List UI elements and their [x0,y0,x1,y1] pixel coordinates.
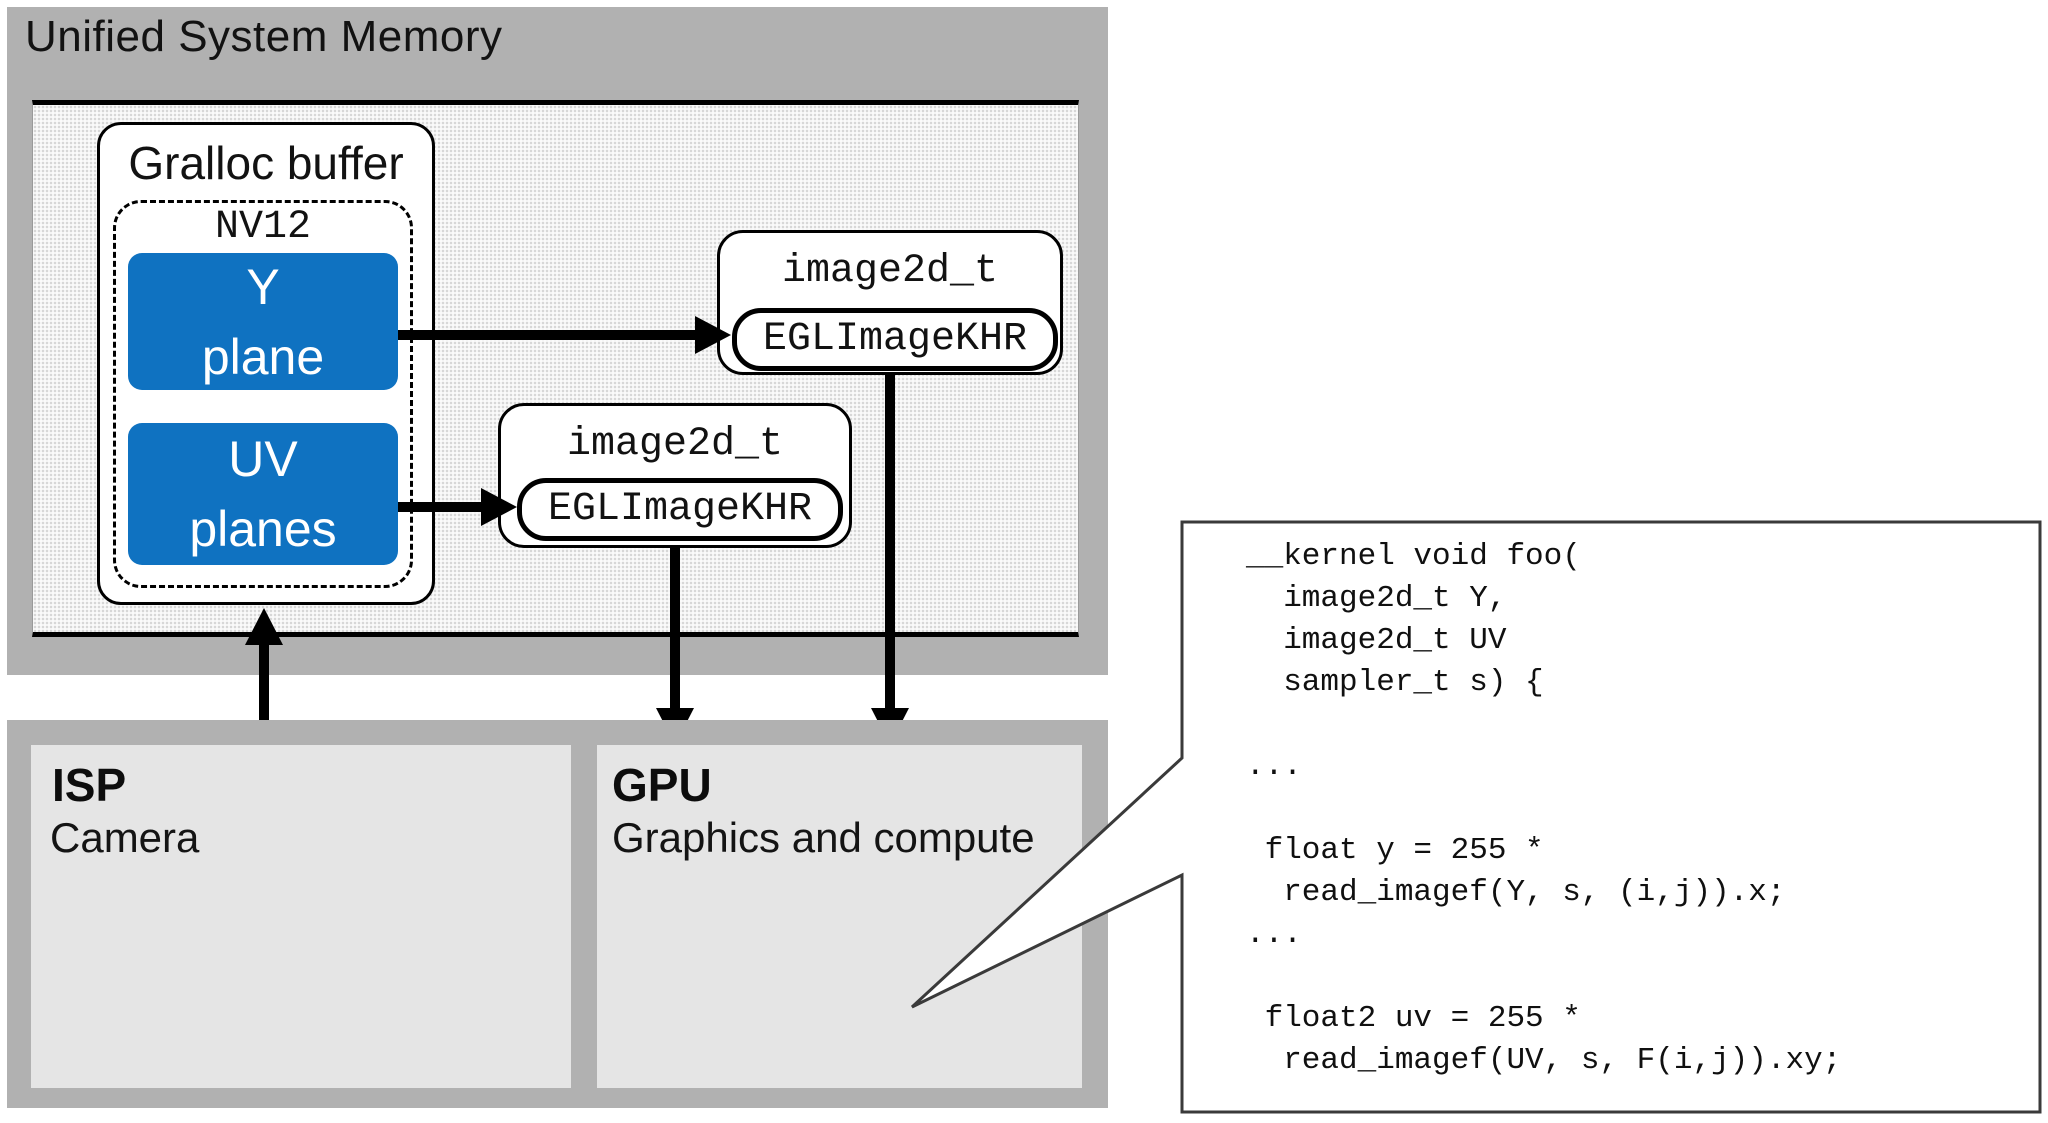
uv-planes-label-line2: planes [189,501,337,557]
image2d-bottom-type-label: image2d_t [566,422,784,467]
uv-planes-box: UV planes [128,423,398,565]
arrow-y-plane-to-eglimage-shaft [398,330,696,340]
eglimagekhr-pill-bottom: EGLImageKHR [517,478,843,541]
gpu-title: GPU [612,759,712,811]
y-plane-label-line1: Y [246,258,280,315]
isp-subtitle: Camera [50,814,200,861]
isp-title: ISP [52,759,127,811]
nv12-dashed-box [113,200,413,588]
gpu-subtitle: Graphics and compute [612,814,1035,861]
uv-planes-label-line1: UV [228,431,298,487]
isp-box [31,745,571,1088]
image2d-box-bottom: image2d_t EGLImageKHR [498,403,852,548]
nv12-label: NV12 [214,205,311,250]
y-plane-label-line2: plane [201,328,325,385]
arrow-isp-to-gralloc-shaft [259,644,269,744]
image2d-box-top: image2d_t EGLImageKHR [717,230,1063,375]
kernel-code-snippet: __kernel void foo( image2d_t Y, image2d_… [1246,539,1842,1078]
arrow-image2d-top-to-gpu-shaft [885,375,895,708]
arrow-uv-planes-to-eglimage-shaft [398,502,481,512]
unified-system-memory-title: Unified System Memory [25,12,503,61]
gralloc-buffer-label: Gralloc buffer [128,137,404,189]
arrow-uv-planes-to-eglimage-head-icon [481,488,517,526]
image2d-top-type-label: image2d_t [781,249,999,294]
eglimagekhr-top-label: EGLImageKHR [762,317,1028,362]
y-plane-box: Y plane [128,253,398,390]
arrow-isp-to-gralloc-head-icon [245,608,283,645]
arrow-y-plane-to-eglimage-head-icon [695,316,731,354]
eglimagekhr-pill-top: EGLImageKHR [732,308,1058,371]
eglimagekhr-bottom-label: EGLImageKHR [547,487,813,532]
arrow-image2d-bottom-to-gpu-shaft [670,548,680,708]
